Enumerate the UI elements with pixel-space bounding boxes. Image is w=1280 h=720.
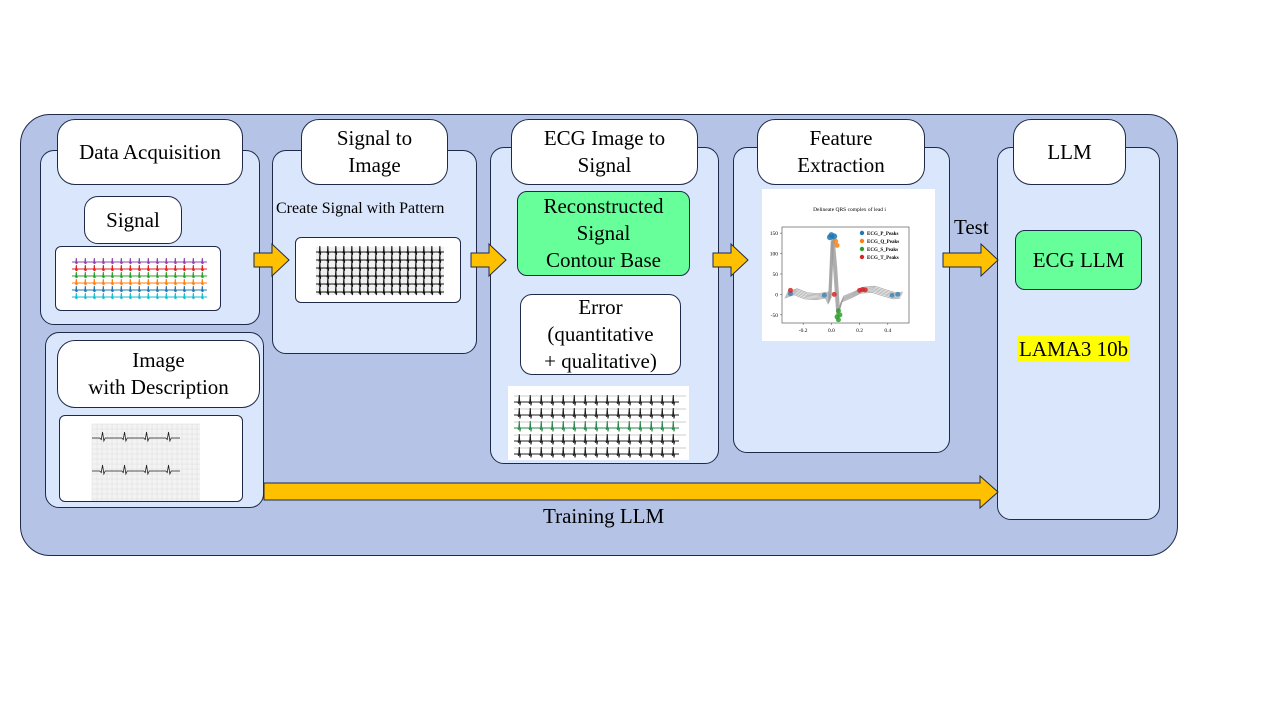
y-tick-label: 150 <box>770 231 779 237</box>
signal-label: Signal <box>84 196 182 244</box>
x-tick-label: 0.4 <box>884 328 891 334</box>
heartbeat-curve <box>787 234 904 311</box>
llm-title: LLM <box>1013 119 1126 185</box>
reconstructed-signal-box: Reconstructed Signal Contour Base <box>517 191 690 276</box>
error-box: Error (quantitative + qualitative) <box>520 294 681 375</box>
legend-marker <box>859 246 865 252</box>
q-peak-marker <box>833 238 839 244</box>
image-description-title: Image with Description <box>57 340 260 408</box>
x-tick-label: 0.0 <box>828 328 835 334</box>
signal-trace <box>72 285 207 293</box>
reconstructed-trace <box>514 407 679 419</box>
reconstructed-trace <box>514 394 679 406</box>
q-peak-marker <box>834 242 840 248</box>
y-tick-label: 50 <box>773 272 779 278</box>
reconstructed-trace <box>514 446 679 458</box>
x-tick-label: -0.2 <box>799 328 808 334</box>
ecg-paper-thumbnail <box>59 415 243 502</box>
p-peak-marker <box>889 292 895 298</box>
legend-marker <box>859 238 865 244</box>
p-peak-marker <box>821 292 827 298</box>
reconstructed-trace <box>514 433 679 445</box>
legend-label: ECG_T_Peaks <box>867 256 899 261</box>
reconstructed-ecg-thumbnail <box>508 386 689 460</box>
heartbeat-curve <box>785 238 902 315</box>
pattern-background <box>316 247 444 295</box>
qrs-chart: Delineate QRS complex of lead i 150 100 50 0… <box>762 189 935 341</box>
ecg-llm-box: ECG LLM <box>1015 230 1142 290</box>
legend-marker <box>859 254 865 260</box>
create-signal-caption: Create Signal with Pattern <box>276 200 445 217</box>
signal-to-image-title: Signal to Image <box>301 119 448 185</box>
x-tick-label: 0.2 <box>856 328 863 334</box>
legend-label: ECG_Q_Peaks <box>867 240 899 245</box>
ecg-image-to-signal-title: ECG Image to Signal <box>511 119 698 185</box>
p-peak-marker <box>895 291 901 297</box>
legend-label: ECG_P_Peaks <box>867 232 898 237</box>
chart-title: Delineate QRS complex of lead i <box>813 206 886 213</box>
signal-trace <box>72 264 207 272</box>
signal-trace <box>72 257 207 265</box>
training-llm-label: Training LLM <box>543 504 665 528</box>
signal-thumbnail <box>55 246 221 311</box>
paper-trace <box>92 431 180 443</box>
signal-trace <box>72 278 207 286</box>
chart-frame <box>781 226 910 324</box>
t-peak-marker <box>862 287 868 293</box>
s-peak-marker <box>835 308 841 314</box>
t-peak-marker <box>787 287 793 293</box>
model-name-label: LAMA3 10b <box>1017 336 1131 362</box>
legend-marker <box>859 230 865 236</box>
feature-extraction-title: Feature Extraction <box>757 119 925 185</box>
y-tick-label: -50 <box>771 313 779 319</box>
s-peak-marker <box>837 312 843 318</box>
data-acquisition-title: Data Acquisition <box>57 119 243 185</box>
test-label: Test <box>954 215 989 239</box>
llm-panel <box>997 147 1160 520</box>
heartbeat-curve <box>786 237 902 313</box>
y-tick-label: 0 <box>775 292 778 298</box>
pattern-trace <box>316 285 444 296</box>
p-peak-marker <box>831 233 838 240</box>
signal-trace <box>72 292 207 300</box>
paper-trace <box>92 464 180 476</box>
signal-trace <box>72 271 207 279</box>
heartbeat-curve <box>786 235 903 312</box>
s-peak-marker <box>835 317 841 323</box>
y-tick-label: 100 <box>770 252 779 258</box>
pattern-thumbnail <box>295 237 461 303</box>
t-peak-marker <box>831 291 837 297</box>
legend-label: ECG_S_Peaks <box>867 248 898 253</box>
reconstructed-trace <box>514 420 679 432</box>
